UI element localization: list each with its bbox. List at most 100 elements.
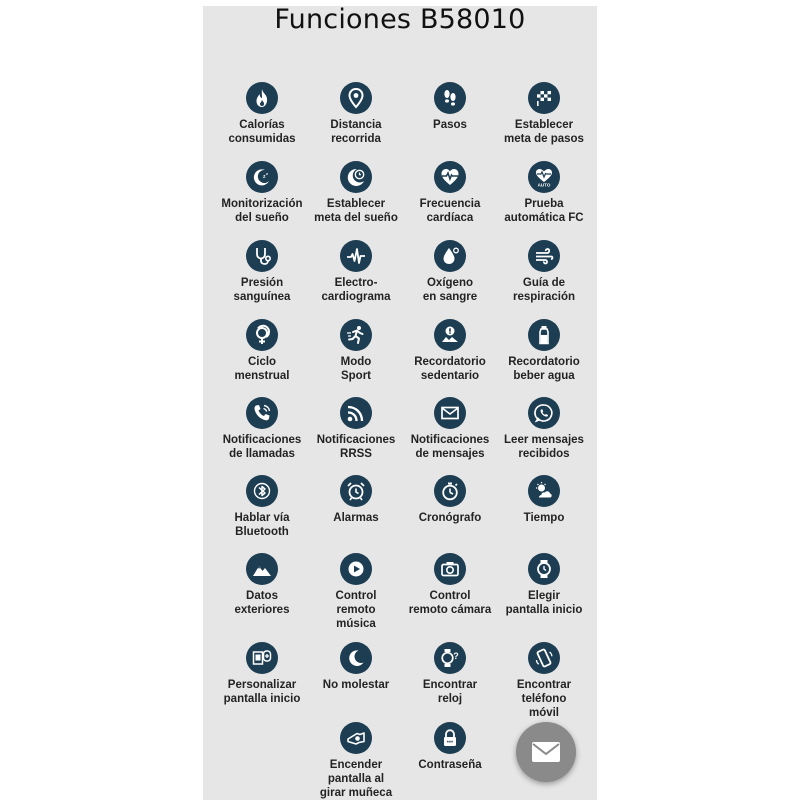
feature-label: Control remoto música bbox=[335, 590, 377, 630]
feature-label: Cronógrafo bbox=[418, 512, 482, 524]
feature-label: Ciclo menstrual bbox=[234, 356, 290, 382]
sedentary-alert-icon bbox=[434, 319, 466, 351]
feature-label: Elegir pantalla inicio bbox=[505, 590, 583, 616]
feature-label: Hablar vía Bluetooth bbox=[234, 512, 290, 538]
feature-label: Alarmas bbox=[333, 512, 379, 524]
feature-item: Establecer meta de pasos bbox=[497, 82, 591, 146]
feature-label: Encontrar reloj bbox=[422, 679, 478, 705]
alarm-clock-icon bbox=[340, 475, 372, 507]
feature-label: Presión sanguínea bbox=[233, 277, 291, 303]
camera-icon bbox=[434, 553, 466, 585]
feature-label: Encender pantalla al girar muñeca bbox=[319, 759, 393, 799]
feature-item: ? Encontrar reloj bbox=[403, 642, 497, 706]
weather-icon bbox=[528, 475, 560, 507]
footprints-icon bbox=[434, 82, 466, 114]
feature-label: No molestar bbox=[322, 679, 390, 691]
feature-item: Notificaciones de llamadas bbox=[215, 397, 309, 461]
feature-label: Notificaciones RRSS bbox=[316, 434, 396, 460]
play-icon bbox=[340, 553, 372, 585]
feature-item: Modo Sport bbox=[309, 319, 403, 383]
feature-label: Notificaciones de llamadas bbox=[222, 434, 302, 460]
svg-text:?: ? bbox=[453, 651, 459, 661]
feature-item: Ciclo menstrual bbox=[215, 319, 309, 383]
feature-label: Datos exteriores bbox=[234, 590, 290, 616]
feature-item: Presión sanguínea bbox=[215, 240, 309, 304]
svg-text:***: *** bbox=[447, 740, 454, 746]
feature-item: Pasos bbox=[403, 82, 497, 132]
feature-label: Establecer meta del sueño bbox=[314, 198, 398, 224]
heart-pulse-icon bbox=[434, 161, 466, 193]
feature-label: Tiempo bbox=[523, 512, 565, 524]
feature-label: Monitorización del sueño bbox=[221, 198, 303, 224]
feature-item: *** Contraseña bbox=[403, 722, 497, 772]
envelope-icon bbox=[434, 397, 466, 429]
feature-item: Recordatorio sedentario bbox=[403, 319, 497, 383]
feature-label: Pasos bbox=[433, 119, 467, 131]
bluetooth-talk-icon bbox=[246, 475, 278, 507]
feature-label: Recordatorio sedentario bbox=[414, 356, 486, 382]
svg-text:AUTO: AUTO bbox=[538, 183, 551, 188]
feature-item: Oxígeno en sangre bbox=[403, 240, 497, 304]
feature-item: Establecer meta del sueño bbox=[309, 161, 403, 225]
feature-label: Calorías consumidas bbox=[228, 119, 296, 145]
wrist-raise-icon bbox=[340, 722, 372, 754]
flame-icon bbox=[246, 82, 278, 114]
finish-flag-icon bbox=[528, 82, 560, 114]
svg-text:z: z bbox=[266, 171, 268, 176]
feature-label: Oxígeno en sangre bbox=[422, 277, 478, 303]
feature-label: Electro- cardiograma bbox=[321, 277, 391, 303]
feature-label: Recordatorio beber agua bbox=[508, 356, 580, 382]
feature-item: Guía de respiración bbox=[497, 240, 591, 304]
whatsapp-icon bbox=[528, 397, 560, 429]
feature-label: Contraseña bbox=[418, 759, 482, 771]
page-title: Funciones B58010 bbox=[274, 4, 526, 35]
feature-item: Calorías consumidas bbox=[215, 82, 309, 146]
feature-label: Personalizar pantalla inicio bbox=[223, 679, 301, 705]
runner-icon bbox=[340, 319, 372, 351]
contact-mail-button[interactable] bbox=[516, 722, 576, 782]
feature-item: Hablar vía Bluetooth bbox=[215, 475, 309, 539]
oxygen-drop-icon bbox=[434, 240, 466, 272]
feature-item: Tiempo bbox=[497, 475, 591, 525]
feature-label: Distancia recorrida bbox=[330, 119, 382, 145]
phone-call-icon bbox=[246, 397, 278, 429]
feature-label: Leer mensajes recibidos bbox=[504, 434, 584, 460]
feature-item: Recordatorio beber agua bbox=[497, 319, 591, 383]
feature-label: Frecuencia cardíaca bbox=[419, 198, 481, 224]
feature-item: Electro- cardiograma bbox=[309, 240, 403, 304]
feature-item: Frecuencia cardíaca bbox=[403, 161, 497, 225]
feature-item: AUTO Prueba automática FC bbox=[497, 161, 591, 225]
feature-item: No molestar bbox=[309, 642, 403, 692]
feature-label: Modo Sport bbox=[340, 356, 372, 382]
rss-icon bbox=[340, 397, 372, 429]
feature-item: Encender pantalla al girar muñeca bbox=[309, 722, 403, 800]
find-phone-icon bbox=[528, 642, 560, 674]
wind-icon bbox=[528, 240, 560, 272]
find-watch-icon: ? bbox=[434, 642, 466, 674]
stopwatch-icon bbox=[434, 475, 466, 507]
feature-item: Leer mensajes recibidos bbox=[497, 397, 591, 461]
location-pin-icon bbox=[340, 82, 372, 114]
ecg-wave-icon bbox=[340, 240, 372, 272]
feature-label: Establecer meta de pasos bbox=[504, 119, 584, 145]
feature-item: Datos exteriores bbox=[215, 553, 309, 617]
feature-item: Control remoto cámara bbox=[403, 553, 497, 617]
feature-item: Notificaciones RRSS bbox=[309, 397, 403, 461]
stethoscope-icon bbox=[246, 240, 278, 272]
water-bottle-icon bbox=[528, 319, 560, 351]
customize-screen-icon bbox=[246, 642, 278, 674]
crescent-moon-icon bbox=[340, 642, 372, 674]
feature-label: Prueba automática FC bbox=[504, 198, 584, 224]
padlock-icon: *** bbox=[434, 722, 466, 754]
moon-clock-icon bbox=[340, 161, 372, 193]
female-symbol-icon bbox=[246, 319, 278, 351]
mountain-icon bbox=[246, 553, 278, 585]
feature-item: Alarmas bbox=[309, 475, 403, 525]
feature-label: Guía de respiración bbox=[513, 277, 575, 303]
feature-item: Encontrar teléfono móvil bbox=[497, 642, 591, 720]
feature-label: Control remoto cámara bbox=[408, 590, 492, 616]
feature-label: Notificaciones de mensajes bbox=[410, 434, 490, 460]
watch-face-icon bbox=[528, 553, 560, 585]
